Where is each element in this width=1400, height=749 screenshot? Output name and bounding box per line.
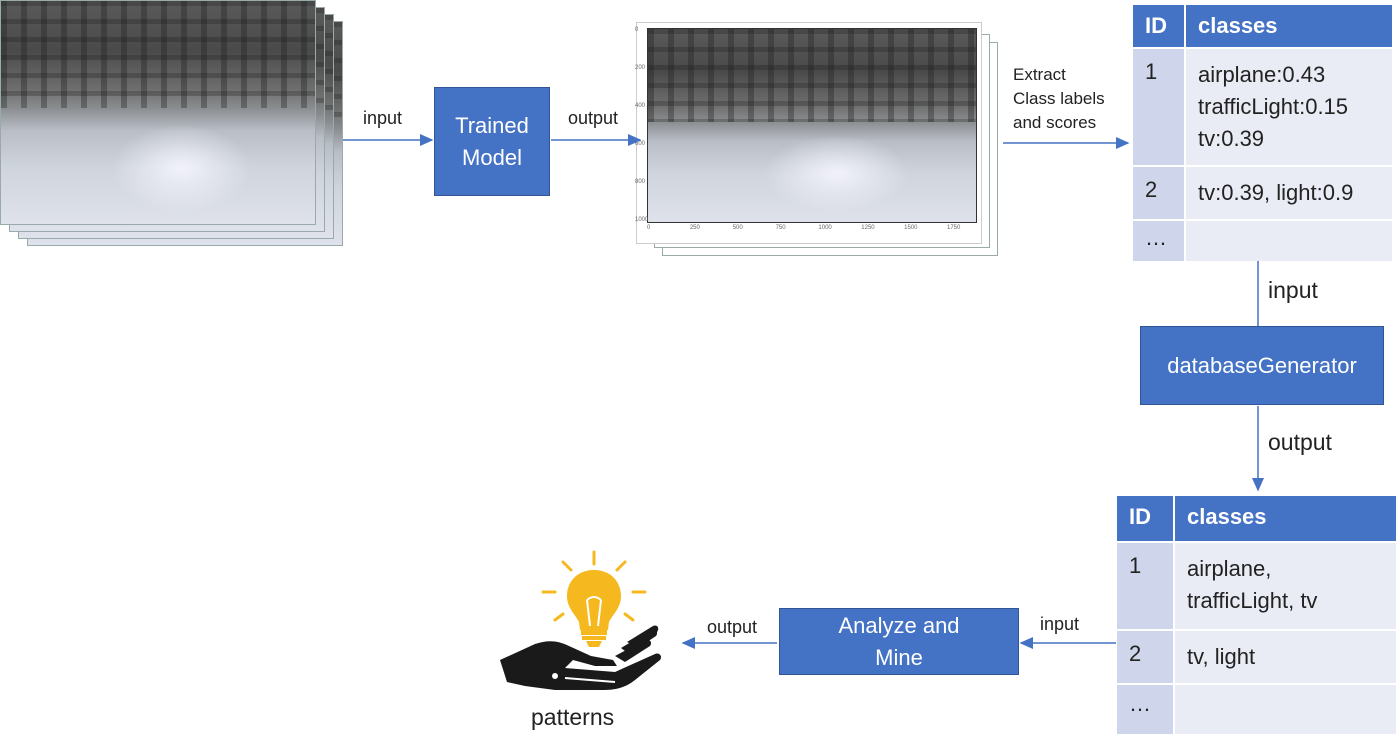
classes-table: ID classes 1 airplane, trafficLight, tv … — [1117, 496, 1396, 734]
plot-y-tick-label: 400 — [635, 103, 646, 109]
label-extract: Extract Class labels and scores — [1013, 65, 1105, 132]
plot-x-tick-label: 0 — [647, 225, 651, 231]
plot-y-tick-label: 200 — [635, 65, 646, 71]
classes-table-header-classes: classes — [1174, 496, 1396, 542]
classes-table-header-id: ID — [1117, 496, 1175, 542]
trained-model-box: Trained Model — [434, 87, 550, 196]
scores-row1-classes: airplane:0.43 trafficLight:0.15 tv:0.39 — [1185, 47, 1392, 166]
lightbulb-hand-icon — [500, 550, 662, 690]
scores-row2-classes: tv:0.39, light:0.9 — [1185, 165, 1392, 220]
scores-table-header-id: ID — [1133, 5, 1186, 48]
scores-row1-id: 1 — [1133, 47, 1186, 166]
analyze-mine-box: Analyze and Mine — [779, 608, 1019, 675]
label-output-top: output — [568, 108, 619, 128]
table-row: … — [1117, 683, 1396, 734]
plot-y-tick-label: 600 — [635, 141, 646, 147]
table-row: … — [1133, 219, 1392, 261]
classes-row1-id: 1 — [1117, 541, 1175, 630]
label-output-bottom: output — [707, 617, 758, 637]
plot-y-tick-label: 0 — [635, 27, 639, 33]
plot-y-tick-label: 1000 — [635, 217, 649, 223]
plot-y-tick-label: 800 — [635, 179, 646, 185]
classes-row1-classes: airplane, trafficLight, tv — [1174, 541, 1396, 630]
table-row: 1 airplane, trafficLight, tv — [1117, 541, 1396, 630]
plot-x-tick-label: 750 — [775, 225, 786, 231]
lightbulb-icon — [567, 570, 621, 647]
plot-x-tick-label: 500 — [732, 225, 743, 231]
plot-x-tick-label: 1250 — [861, 225, 875, 231]
scores-row3-id: … — [1133, 219, 1186, 261]
classes-row3-id: … — [1117, 683, 1175, 734]
classes-row2-classes: tv, light — [1174, 629, 1396, 684]
classes-row3-classes — [1174, 683, 1396, 734]
label-input-bottom: input — [1040, 614, 1080, 634]
plot-x-tick-label: 1500 — [904, 225, 918, 231]
plot-x-tick-label: 1750 — [947, 225, 961, 231]
scores-table-header-classes: classes — [1185, 5, 1392, 48]
classes-row2-id: 2 — [1117, 629, 1175, 684]
scores-row3-classes — [1185, 219, 1392, 261]
database-generator-box: databaseGenerator — [1140, 326, 1384, 405]
table-row: 2 tv, light — [1117, 629, 1396, 684]
table-row: 1 airplane:0.43 trafficLight:0.15 tv:0.3… — [1133, 47, 1392, 166]
lightbulb-rays-icon — [541, 550, 647, 622]
scores-row2-id: 2 — [1133, 165, 1186, 220]
input-image-front — [0, 0, 316, 225]
robotic-hand-icon — [500, 625, 662, 690]
output-plot-image — [647, 28, 977, 223]
label-input-mid: input — [1268, 277, 1318, 303]
scores-table: ID classes 1 airplane:0.43 trafficLight:… — [1133, 5, 1392, 261]
plot-x-tick-label: 250 — [689, 225, 700, 231]
output-plot-front: 0 250 500 750 1000 1250 1500 1750 0 200 400 600 800… — [635, 22, 982, 244]
label-patterns: patterns — [531, 704, 615, 730]
table-row: 2 tv:0.39, light:0.9 — [1133, 165, 1392, 220]
label-output-mid: output — [1268, 429, 1332, 455]
label-input-top: input — [363, 108, 403, 128]
plot-x-tick-label: 1000 — [818, 225, 832, 231]
